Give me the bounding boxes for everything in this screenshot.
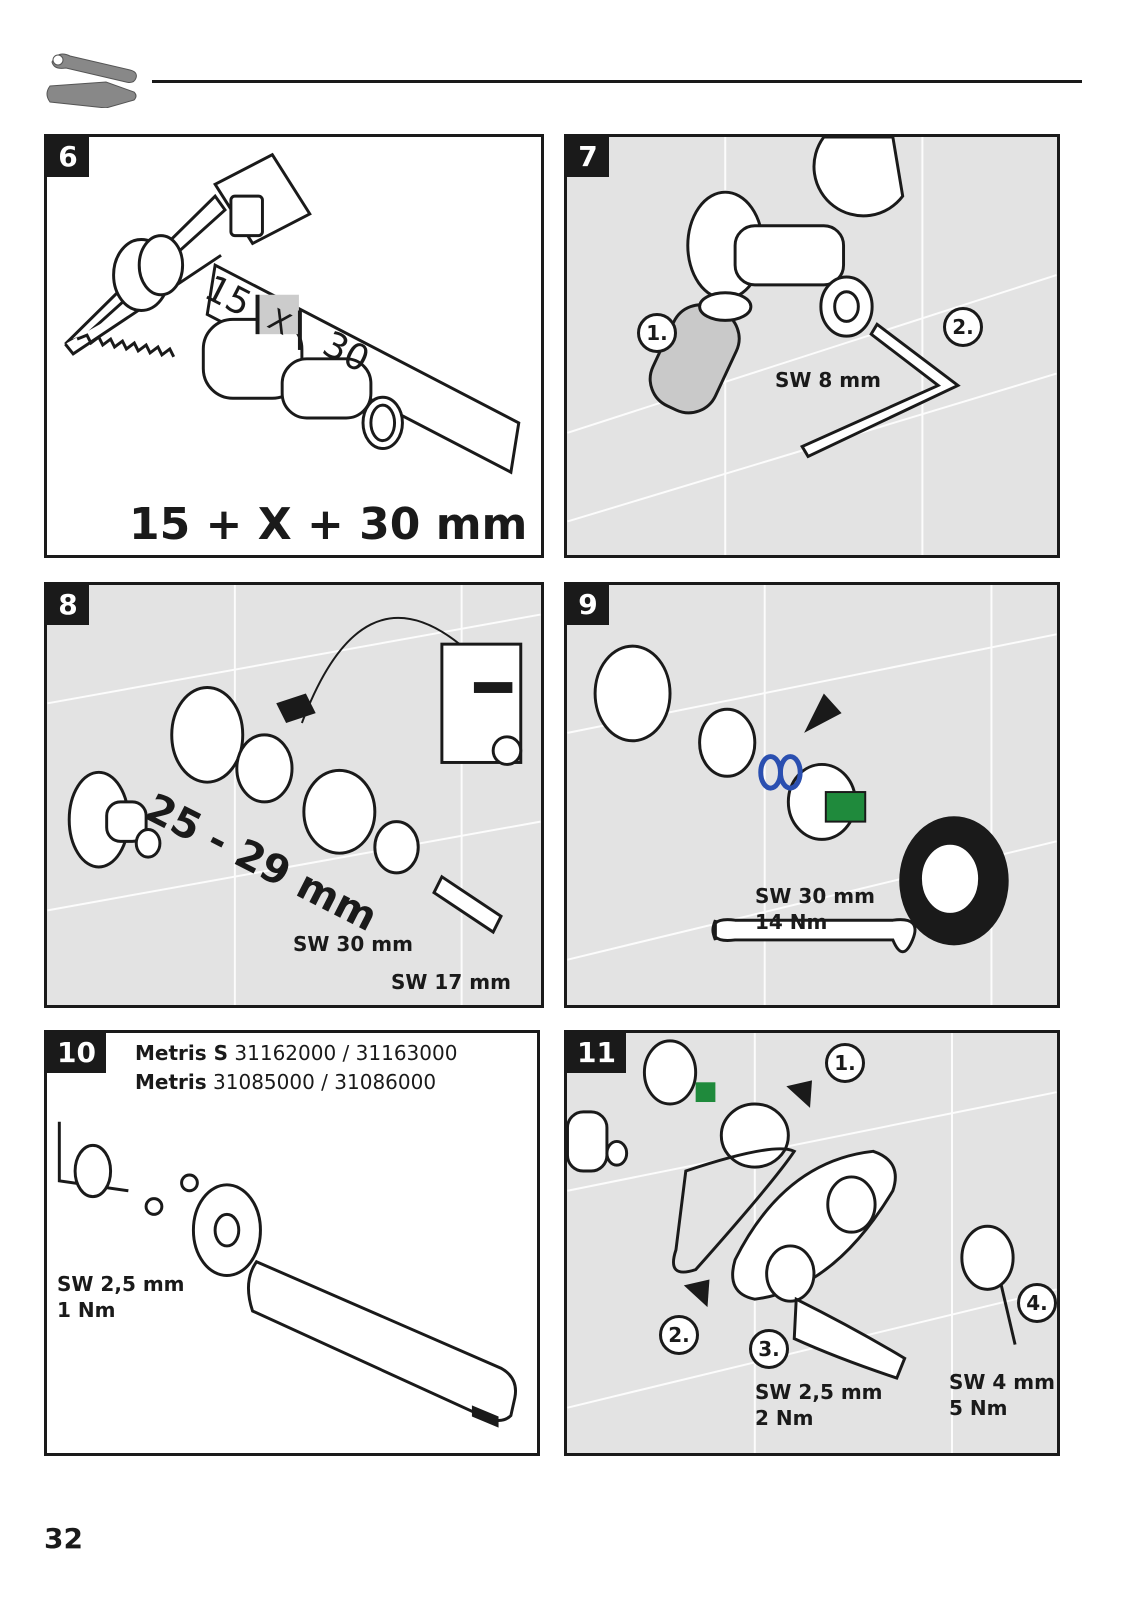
step-number: 6 xyxy=(47,137,89,177)
saw-cutting-pipe-illustration xyxy=(64,152,521,475)
step-marker-1: 1. xyxy=(825,1043,865,1083)
step-marker-3: 3. xyxy=(749,1329,789,1369)
step-number: 11 xyxy=(567,1033,626,1073)
header-rule xyxy=(152,80,1082,83)
model-line-1: Metris S 31162000 / 31163000 xyxy=(135,1039,457,1068)
final-assembly-illustration xyxy=(567,1033,1057,1453)
panel-step-9: 9 SW 30 mm 14 Nm xyxy=(564,582,1060,1008)
spout-mounting-illustration xyxy=(57,1121,517,1428)
torque-b: 5 Nm xyxy=(949,1396,1008,1420)
panel-step-8: 8 25 - 29 mm SW 30 mm SW 17 mm xyxy=(44,582,544,1008)
torque-a: 2 Nm xyxy=(755,1406,814,1430)
torque-label: 14 Nm xyxy=(755,910,828,934)
wrench-size-label: SW 2,5 mm xyxy=(57,1272,185,1296)
model-name: Metris xyxy=(135,1070,207,1094)
step-marker-4: 4. xyxy=(1017,1283,1057,1323)
model-name: Metris S xyxy=(135,1041,229,1065)
step-marker-1: 1. xyxy=(637,313,677,353)
wrench-size-b: SW 4 mm xyxy=(949,1370,1055,1394)
panel-step-11: 11 1. 2. 3. 4. SW 2,5 mm 2 Nm SW 4 mm 5 … xyxy=(564,1030,1060,1456)
disassemble-and-measure-illustration xyxy=(47,585,541,1005)
wrench-size-a: SW 2,5 mm xyxy=(755,1380,883,1404)
install-cartridge-illustration xyxy=(567,585,1057,1005)
wrench-size-17: SW 17 mm xyxy=(391,970,511,994)
model-line-2: Metris 31085000 / 31086000 xyxy=(135,1068,436,1097)
page-number: 32 xyxy=(44,1522,83,1555)
wrench-size-label: SW 30 mm xyxy=(755,884,875,908)
step-number: 8 xyxy=(47,585,89,625)
step-marker-2: 2. xyxy=(659,1315,699,1355)
remove-plug-illustration xyxy=(567,137,1057,555)
step-marker-2: 2. xyxy=(943,307,983,347)
wrench-size-30: SW 30 mm xyxy=(293,932,413,956)
panel-step-7: 7 1. 2. SW 8 mm xyxy=(564,134,1060,558)
step-number: 10 xyxy=(47,1033,106,1073)
step-number: 9 xyxy=(567,585,609,625)
model-codes: 31162000 / 31163000 xyxy=(234,1041,458,1065)
step-number: 7 xyxy=(567,137,609,177)
cut-length-formula: 15 + X + 30 mm xyxy=(129,499,528,550)
wrench-size-label: SW 8 mm xyxy=(775,368,881,392)
torque-label: 1 Nm xyxy=(57,1298,116,1322)
model-codes: 31085000 / 31086000 xyxy=(213,1070,437,1094)
panel-step-10: 10 Metris S 31162000 / 31163000 Metris 3… xyxy=(44,1030,540,1456)
wrench-screwdriver-icon xyxy=(46,53,137,108)
panel-step-6: 6 15 X 30 15 + X + 30 mm xyxy=(44,134,544,558)
